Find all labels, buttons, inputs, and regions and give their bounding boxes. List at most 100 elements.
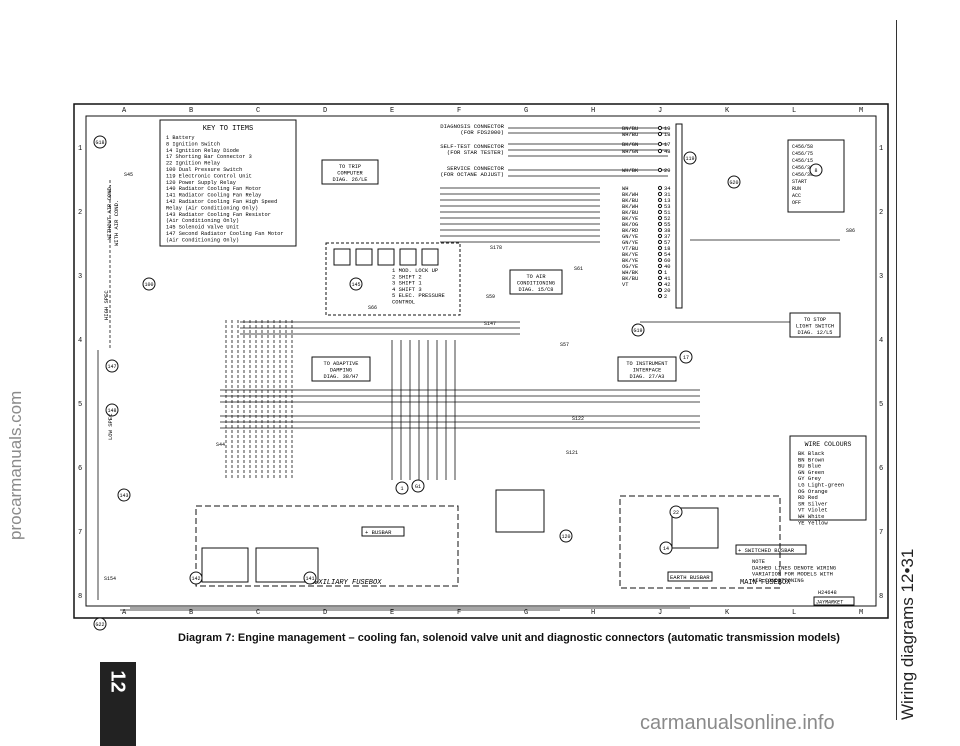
ecu-pin-number: 31 bbox=[664, 192, 670, 198]
note-line: AIR CONDITIONING bbox=[752, 578, 804, 584]
ecu-wire-colour: BK/BU bbox=[622, 276, 638, 282]
component-G22 bbox=[93, 617, 107, 631]
grid-col-top-G: G bbox=[524, 107, 528, 115]
ecu-wire-colour: BK/BU bbox=[622, 210, 638, 216]
frame-inner bbox=[85, 115, 877, 607]
ignition-position-label: C456/15 bbox=[792, 158, 813, 164]
switched-busbar-label: + SWITCHED BUSBAR bbox=[738, 547, 795, 554]
grid-row-left-1: 1 bbox=[78, 145, 82, 153]
grid-row-right-4: 4 bbox=[879, 337, 883, 345]
ignition-position-label: C456/58 bbox=[792, 144, 813, 150]
ecu-pin-terminal bbox=[657, 191, 663, 197]
grid-col-top-H: H bbox=[591, 107, 595, 115]
ecu-pin-number: 20 bbox=[664, 288, 670, 294]
ecu-wire-colour: GN/YE bbox=[622, 240, 638, 246]
ecu-pin-number: 38 bbox=[664, 228, 670, 234]
plus-busbar-label: + BUSBAR bbox=[365, 529, 392, 536]
component-147 bbox=[105, 359, 119, 373]
grid-col-bottom-D: D bbox=[323, 609, 327, 617]
ref-line: LIGHT SWITCH bbox=[796, 324, 834, 330]
key-item: 145 Solenoid Valve Unit bbox=[166, 225, 239, 231]
ecu-pin-terminal bbox=[657, 148, 663, 154]
refbox-trip-box bbox=[321, 159, 379, 185]
key-title: KEY TO ITEMS bbox=[203, 125, 253, 133]
wire-colours-box bbox=[789, 435, 867, 521]
ecu-pin-number: 60 bbox=[664, 258, 670, 264]
grid-row-right-6: 6 bbox=[879, 465, 883, 473]
ecu-wire-colour: BK/YE bbox=[622, 252, 638, 258]
refbox-stop-box bbox=[789, 312, 841, 338]
grid-col-bottom-A: A bbox=[122, 609, 127, 617]
component-100 bbox=[142, 277, 156, 291]
note-line: VARIATION FOR MODELS WITH bbox=[752, 572, 833, 578]
component-143 bbox=[117, 488, 131, 502]
ecu-pin-number: 29 bbox=[664, 168, 670, 174]
ecu-pin-number: 42 bbox=[664, 282, 670, 288]
ecu-pin-number: 53 bbox=[664, 204, 670, 210]
ecu-pin-number: 18 bbox=[664, 132, 670, 138]
key-item: 119 Electronic Control Unit bbox=[166, 173, 252, 179]
ecu-wire-colour: BK/WH bbox=[622, 192, 638, 198]
ignition-position-label: C456/75 bbox=[792, 151, 813, 157]
ref-line: COMPUTER bbox=[337, 171, 363, 177]
side-label: WITH AIR COND. bbox=[113, 200, 120, 246]
ecu-connector-bar bbox=[675, 123, 683, 309]
ignition-position-label: C456/30 bbox=[792, 165, 813, 171]
ref-line: TO TRIP bbox=[339, 164, 361, 170]
ecu-pin-terminal bbox=[657, 263, 663, 269]
ecu-pin-number: 2 bbox=[664, 294, 667, 300]
ecu-wire-colour: WH/BK bbox=[622, 270, 639, 276]
ecu-wire-colour: WH/GN bbox=[622, 149, 638, 155]
key-item: 142 Radiator Cooling Fan High Speed bbox=[166, 199, 277, 205]
grid-col-top-E: E bbox=[390, 107, 394, 115]
component-120 bbox=[559, 529, 573, 543]
ecu-wire-colour: GN/YE bbox=[622, 234, 638, 240]
note-line: DASHED LINES DENOTE WIRING bbox=[752, 565, 836, 571]
ref-line: INTERFACE bbox=[633, 368, 662, 374]
solenoid-valve-5 bbox=[421, 248, 439, 266]
wire-colour-item: WH White bbox=[798, 513, 824, 520]
key-item: 140 Radiator Cooling Fan Motor bbox=[166, 186, 261, 192]
component-8 bbox=[809, 163, 823, 177]
grid-row-left-5: 5 bbox=[78, 401, 82, 409]
component-label-22: 22 bbox=[673, 510, 679, 516]
solenoid-valve-4 bbox=[399, 248, 417, 266]
ecu-pin-terminal bbox=[657, 197, 663, 203]
ecu-pin-terminal bbox=[657, 125, 663, 131]
ecu-pin-number: 48 bbox=[664, 149, 670, 155]
ecu-pin-terminal bbox=[657, 257, 663, 263]
frame-outer bbox=[73, 103, 889, 619]
switched-busbar bbox=[735, 544, 807, 555]
diagnostic-connector-label: DIAGNOSIS CONNECTOR bbox=[440, 123, 504, 130]
grid-col-bottom-H: H bbox=[591, 609, 595, 617]
diagnostic-wires bbox=[508, 127, 668, 177]
diagnostic-connectors: DIAGNOSIS CONNECTOR(FOR FDS2000)SELF-TES… bbox=[440, 123, 504, 178]
component-148 bbox=[105, 403, 119, 417]
key-box bbox=[159, 119, 297, 247]
grid-col-bottom-C: C bbox=[256, 609, 260, 617]
ecu-pin-terminal bbox=[657, 293, 663, 299]
component-G19 bbox=[631, 323, 645, 337]
grid-col-top-D: D bbox=[323, 107, 327, 115]
key-item: 120 Power Supply Relay bbox=[166, 180, 236, 186]
grid-col-bottom-L: L bbox=[792, 609, 796, 617]
refbox-adaptive-box bbox=[311, 356, 371, 382]
valve-label: CONTROL bbox=[392, 299, 415, 306]
ecu-wire-colour: BK/BU bbox=[622, 198, 638, 204]
component-G18 bbox=[93, 135, 107, 149]
component-G1 bbox=[411, 479, 425, 493]
page-divider bbox=[896, 20, 897, 720]
makers-stamp: JAYMARKET bbox=[816, 600, 844, 606]
component-label-8: 8 bbox=[814, 168, 817, 174]
key-item: 1 Battery bbox=[166, 135, 195, 141]
cooling-fan-relay bbox=[255, 547, 319, 583]
watermark-bottom: carmanualsonline.info bbox=[640, 712, 835, 734]
